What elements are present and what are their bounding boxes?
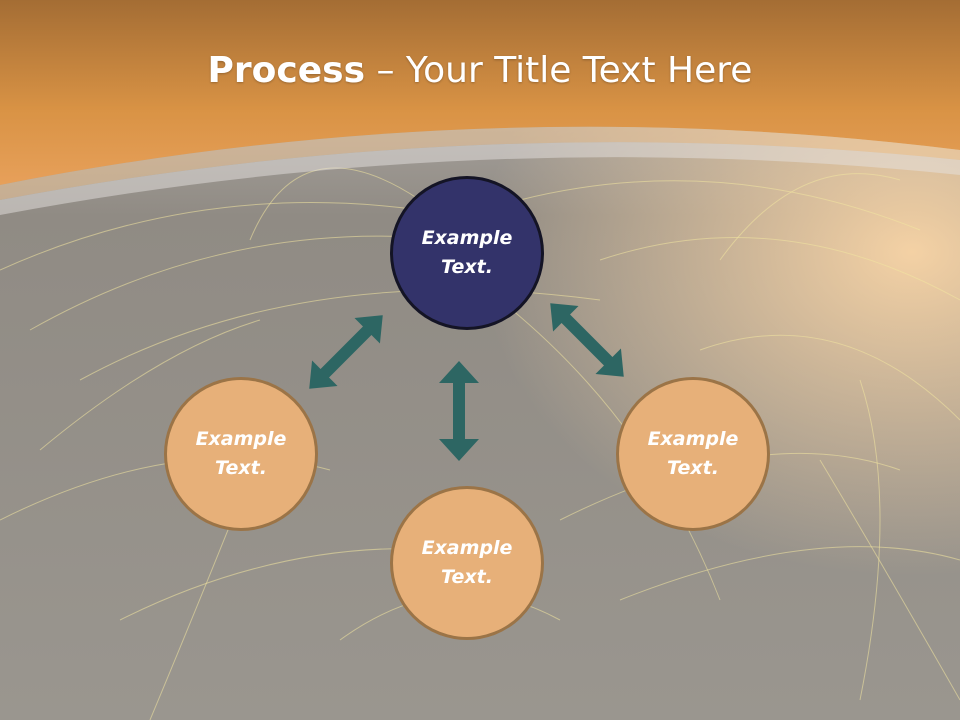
- node-top: Example Text.: [390, 176, 544, 330]
- double-arrow-right: [550, 303, 624, 377]
- double-arrow-left: [309, 315, 383, 389]
- node-bottom-label: Example Text.: [421, 537, 513, 588]
- node-top-label: Example Text.: [421, 227, 513, 278]
- node-bottom: Example Text.: [390, 486, 544, 640]
- title-rest: – Your Title Text Here: [365, 50, 753, 91]
- node-right: Example Text.: [616, 377, 770, 531]
- double-arrow-center: [439, 361, 479, 461]
- node-right-label: Example Text.: [647, 428, 739, 479]
- node-left: Example Text.: [164, 377, 318, 531]
- title-bold: Process: [207, 50, 366, 91]
- page-title: Process – Your Title Text Here: [0, 50, 960, 91]
- node-left-label: Example Text.: [195, 428, 287, 479]
